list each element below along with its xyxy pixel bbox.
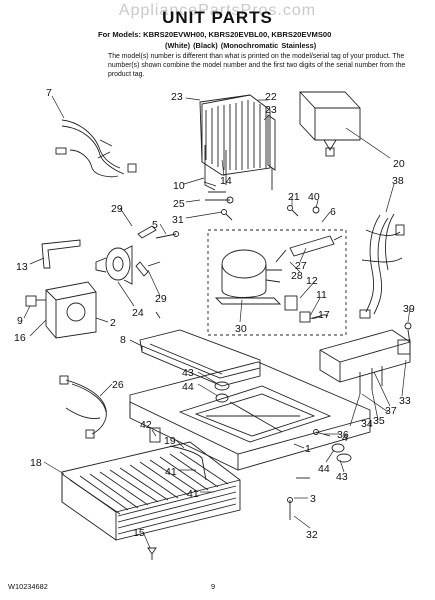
callout-16: 16 — [14, 332, 26, 344]
callout-19: 19 — [164, 435, 176, 447]
callout-21: 21 — [288, 191, 300, 203]
callout-40: 40 — [308, 191, 320, 203]
callout-24: 24 — [132, 307, 144, 319]
callout-23: 23 — [171, 91, 183, 103]
callout-27: 27 — [295, 260, 307, 272]
wire-harness-26 — [59, 375, 107, 439]
callout-42: 42 — [140, 419, 152, 431]
callout-44: 44 — [182, 381, 194, 393]
callout-18: 18 — [30, 457, 42, 469]
callout-1: 1 — [305, 443, 311, 455]
model-note: The model(s) number is different than wh… — [108, 53, 406, 78]
wire-harness-7 — [55, 119, 137, 178]
fan-shroud-2 — [25, 281, 97, 339]
callout-29: 29 — [111, 203, 123, 215]
callout-3: 3 — [310, 493, 316, 505]
bracket-13 — [41, 239, 81, 269]
callout-35: 35 — [373, 415, 385, 427]
compressor-group-box — [207, 229, 347, 336]
compressor — [214, 249, 282, 305]
fan-parts-29 — [135, 225, 161, 277]
page-number: 9 — [211, 582, 216, 591]
callout-14: 14 — [220, 175, 232, 187]
screws-misc — [147, 205, 412, 560]
callout-44: 44 — [318, 463, 330, 475]
bracket-rods — [204, 145, 273, 204]
callout-8: 8 — [120, 334, 126, 346]
callout-9: 9 — [17, 315, 23, 327]
colors-line: (White) (Black) (Monochromatic Stainless… — [165, 41, 317, 50]
callout-13: 13 — [16, 261, 28, 273]
callout-41: 41 — [165, 466, 177, 478]
watermark: AppliancePartsPros.com — [118, 2, 317, 19]
callout-22: 22 — [265, 91, 277, 103]
fan-motor-24 — [95, 245, 133, 285]
callout-11: 11 — [316, 289, 327, 301]
filter-drier-27 — [275, 235, 343, 263]
callout-6: 6 — [330, 206, 336, 218]
callout-20: 20 — [393, 158, 405, 170]
bracket-33 — [319, 329, 411, 394]
condenser-22 — [199, 94, 276, 176]
callout-5: 5 — [152, 219, 158, 231]
callout-32: 32 — [306, 529, 318, 541]
callout-2: 2 — [110, 317, 116, 329]
callout-7: 7 — [46, 87, 52, 99]
callout-36: 36 — [337, 429, 349, 441]
callout-31: 31 — [172, 214, 184, 226]
drain-tube-19 — [149, 427, 207, 481]
callout-4: 4 — [342, 432, 348, 444]
feet — [214, 381, 352, 463]
callout-38: 38 — [392, 175, 404, 187]
callout-28: 28 — [291, 270, 303, 282]
cover-20 — [299, 91, 361, 157]
models-line: For Models: KBRS20EVWH00, KBRS20EVBL00, … — [98, 30, 332, 39]
callout-29: 29 — [155, 293, 167, 305]
callout-17: 17 — [318, 309, 330, 321]
callout-25: 25 — [173, 198, 185, 210]
callout-39: 39 — [403, 303, 415, 315]
wire-harness-38 — [359, 213, 405, 319]
document-number: W10234682 — [8, 582, 48, 591]
condenser-coil-18 — [61, 441, 241, 541]
callout-43: 43 — [336, 471, 348, 483]
callout-43: 43 — [182, 367, 194, 379]
leader-lines — [23, 95, 411, 549]
callout-41: 41 — [187, 488, 199, 500]
callout-33: 33 — [399, 395, 411, 407]
callout-15: 15 — [133, 527, 145, 539]
page-title: UNIT PARTS — [162, 8, 273, 27]
screw-5 — [155, 231, 179, 239]
callout-30: 30 — [235, 323, 247, 335]
base-pan — [129, 361, 371, 471]
callout-34: 34 — [361, 418, 373, 430]
callout-labels: 7 23 22 23 20 38 10 14 25 21 40 6 29 5 3… — [14, 87, 415, 541]
callout-10: 10 — [173, 180, 185, 192]
callout-23: 23 — [265, 104, 277, 116]
callout-37: 37 — [385, 405, 397, 417]
channel-8 — [139, 329, 261, 387]
callout-12: 12 — [306, 275, 318, 287]
callout-26: 26 — [112, 379, 124, 391]
